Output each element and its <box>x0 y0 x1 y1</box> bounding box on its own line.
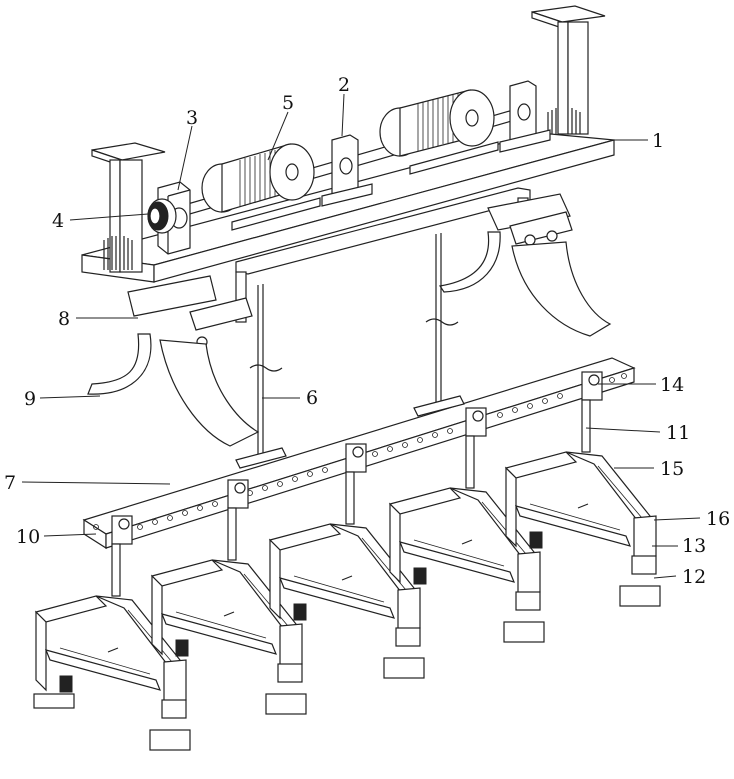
rail-holes <box>93 373 627 530</box>
spool-right <box>379 89 499 175</box>
rail-bolt-blocks <box>111 371 603 545</box>
right-mount-post <box>531 5 606 135</box>
lower-unit-2 <box>150 507 307 715</box>
rod-mount-plates <box>235 395 465 469</box>
label-7: 7 <box>4 472 16 494</box>
label-3: 3 <box>186 107 198 129</box>
label-1: 1 <box>652 130 664 152</box>
label-4: 4 <box>52 210 64 232</box>
hanging-rods <box>249 233 459 456</box>
left-clamp-arm <box>87 275 260 447</box>
label-16: 16 <box>706 508 730 530</box>
label-8: 8 <box>58 308 70 330</box>
label-2: 2 <box>338 74 350 96</box>
label-15: 15 <box>660 458 684 480</box>
bearing-block-middle <box>321 134 373 207</box>
motor <box>147 198 177 234</box>
label-10: 10 <box>16 526 40 548</box>
label-13: 13 <box>682 535 706 557</box>
label-14: 14 <box>660 374 684 396</box>
spool-left <box>201 143 321 231</box>
leader-lines <box>21 93 701 579</box>
right-clamp-arm <box>438 193 612 337</box>
lower-unit-5 <box>504 399 661 607</box>
label-12: 12 <box>682 566 706 588</box>
label-11: 11 <box>666 422 690 444</box>
lower-unit-3 <box>268 471 425 679</box>
bearing-block-right <box>499 80 551 153</box>
label-6: 6 <box>306 387 318 409</box>
label-9: 9 <box>24 388 36 410</box>
part-labels: 1 2 3 4 5 6 7 8 9 10 11 12 13 14 15 16 <box>4 74 730 588</box>
label-5: 5 <box>282 92 294 114</box>
